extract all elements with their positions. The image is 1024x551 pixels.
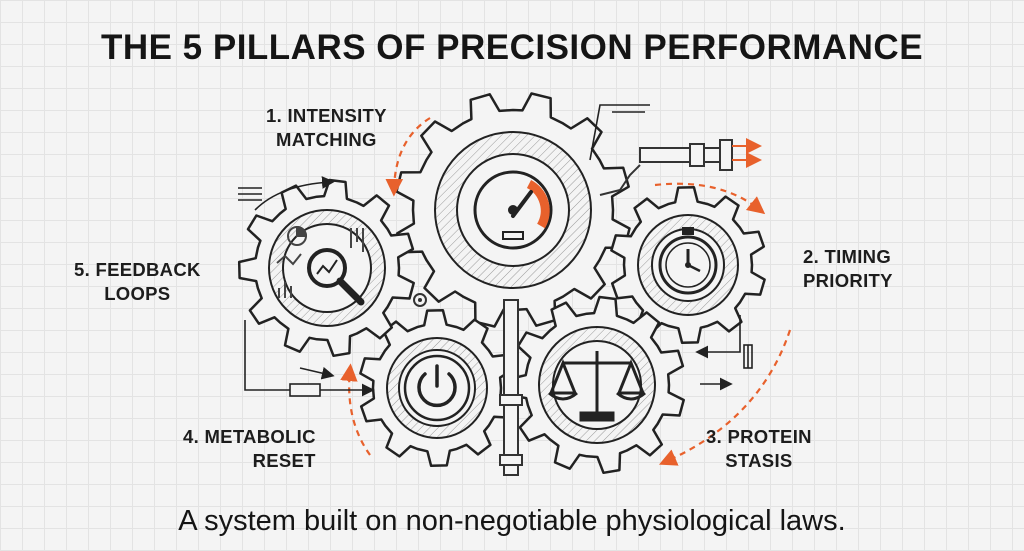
balance-scale-icon — [548, 351, 646, 422]
page-title: THE 5 PILLARS OF PRECISION PERFORMANCE — [100, 28, 924, 67]
pillar-label-metabolic-reset: 4. METABOLIC RESET — [183, 425, 316, 474]
center-shaft — [499, 299, 523, 476]
magnifier-chart-icon — [276, 225, 365, 306]
pillar-title: 5. FEEDBACK — [74, 259, 201, 280]
gauge-icon — [473, 170, 553, 250]
gear-hub — [398, 349, 476, 427]
cycle-arrows — [340, 117, 792, 466]
power-icon — [403, 354, 471, 422]
pillar-label-intensity-matching: 1. INTENSITY MATCHING — [266, 104, 387, 153]
pillar-title: 3. PROTEIN — [706, 426, 812, 447]
pillar-title-line2: LOOPS — [104, 283, 171, 305]
pillar-title: 1. INTENSITY — [266, 105, 387, 126]
pillar-title-line2: MATCHING — [276, 129, 377, 151]
pillar-label-timing-priority: 2. TIMING PRIORITY — [803, 245, 893, 294]
small-gear-icon — [413, 293, 427, 307]
stopwatch-icon — [658, 227, 718, 295]
pillar-title-line2: STASIS — [725, 450, 793, 472]
pillar-label-protein-stasis: 3. PROTEIN STASIS — [706, 425, 812, 474]
pillar-label-feedback-loops: 5. FEEDBACK LOOPS — [74, 258, 201, 307]
tagline: A system built on non-negotiable physiol… — [178, 505, 846, 537]
pillar-title-line2: RESET — [252, 450, 316, 472]
gear-metabolic-reset — [359, 308, 515, 468]
pipe — [599, 138, 762, 196]
pillar-title-line2: PRIORITY — [803, 270, 893, 292]
flow-lines — [238, 104, 753, 397]
pillar-title: 2. TIMING — [803, 246, 892, 267]
pillar-title: 4. METABOLIC — [183, 426, 316, 447]
